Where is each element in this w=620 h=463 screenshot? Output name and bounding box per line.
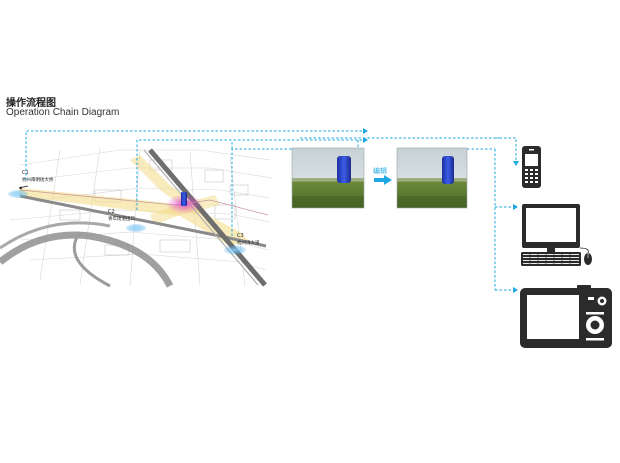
edit-label: 编辑 [373,166,387,175]
map-label-c3: C3 杭州湾大道 [237,233,260,246]
label-c3-code: C3 [237,233,244,239]
label-c3-name: 杭州湾大道 [237,239,260,246]
photo-edited [396,147,468,209]
label-c1-code: C1 [22,170,29,176]
label-c2-code: C2 [108,209,115,215]
photo-original [291,147,365,209]
diagram-title-english: Operation Chain Diagram [6,107,120,118]
flow-lines [25,130,517,291]
flow-arrowheads [363,128,519,293]
edit-arrow-icon [374,175,392,185]
aerial-map [0,147,273,288]
map-label-c1: C1 杭州南明街大桥 [18,170,54,190]
marker-c2 [126,224,146,232]
map-label-c2: C2 青年街道出口 [108,209,135,222]
diagram-title-chinese: 操作流程图 [6,98,56,109]
mobile-phone-icon [522,146,541,188]
marker-c3 [224,245,246,255]
desktop-computer-icon [521,204,592,266]
label-c1-name: 杭州南明街大桥 [22,176,54,183]
marker-c1 [8,190,28,198]
digital-camera-icon [520,285,612,348]
label-c2-name: 青年街道出口 [108,215,135,222]
